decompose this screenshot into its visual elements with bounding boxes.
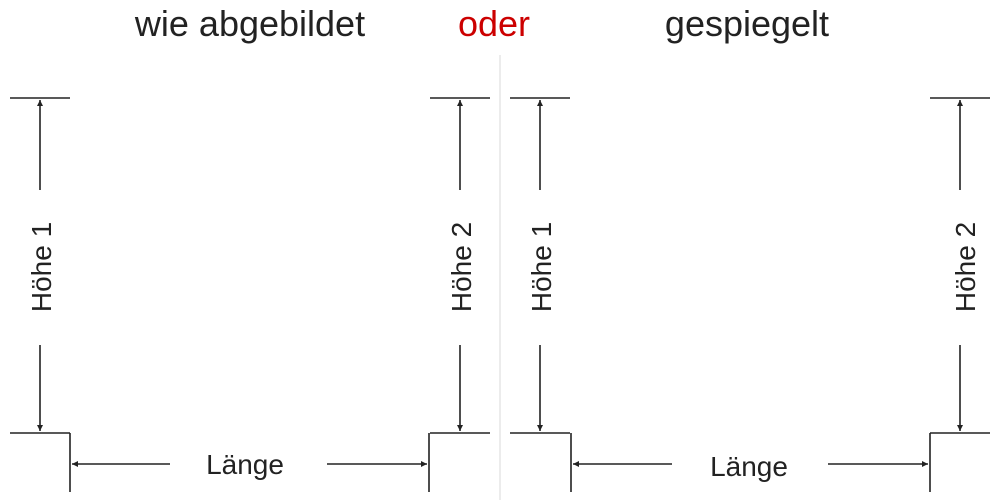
label-height-2: Höhe 2 [950,222,981,312]
label-height-1: Höhe 1 [26,222,57,312]
label-length: Länge [206,449,284,480]
title-mirrored: gespiegelt [664,3,830,44]
panel-as-shown [10,97,490,492]
label-height-2: Höhe 2 [446,222,477,312]
title-or: oder [457,3,531,44]
panel-mirrored [510,97,990,492]
label-height-1: Höhe 1 [526,222,557,312]
label-length: Länge [710,451,788,482]
title-as-shown: wie abgebildet [134,3,366,44]
